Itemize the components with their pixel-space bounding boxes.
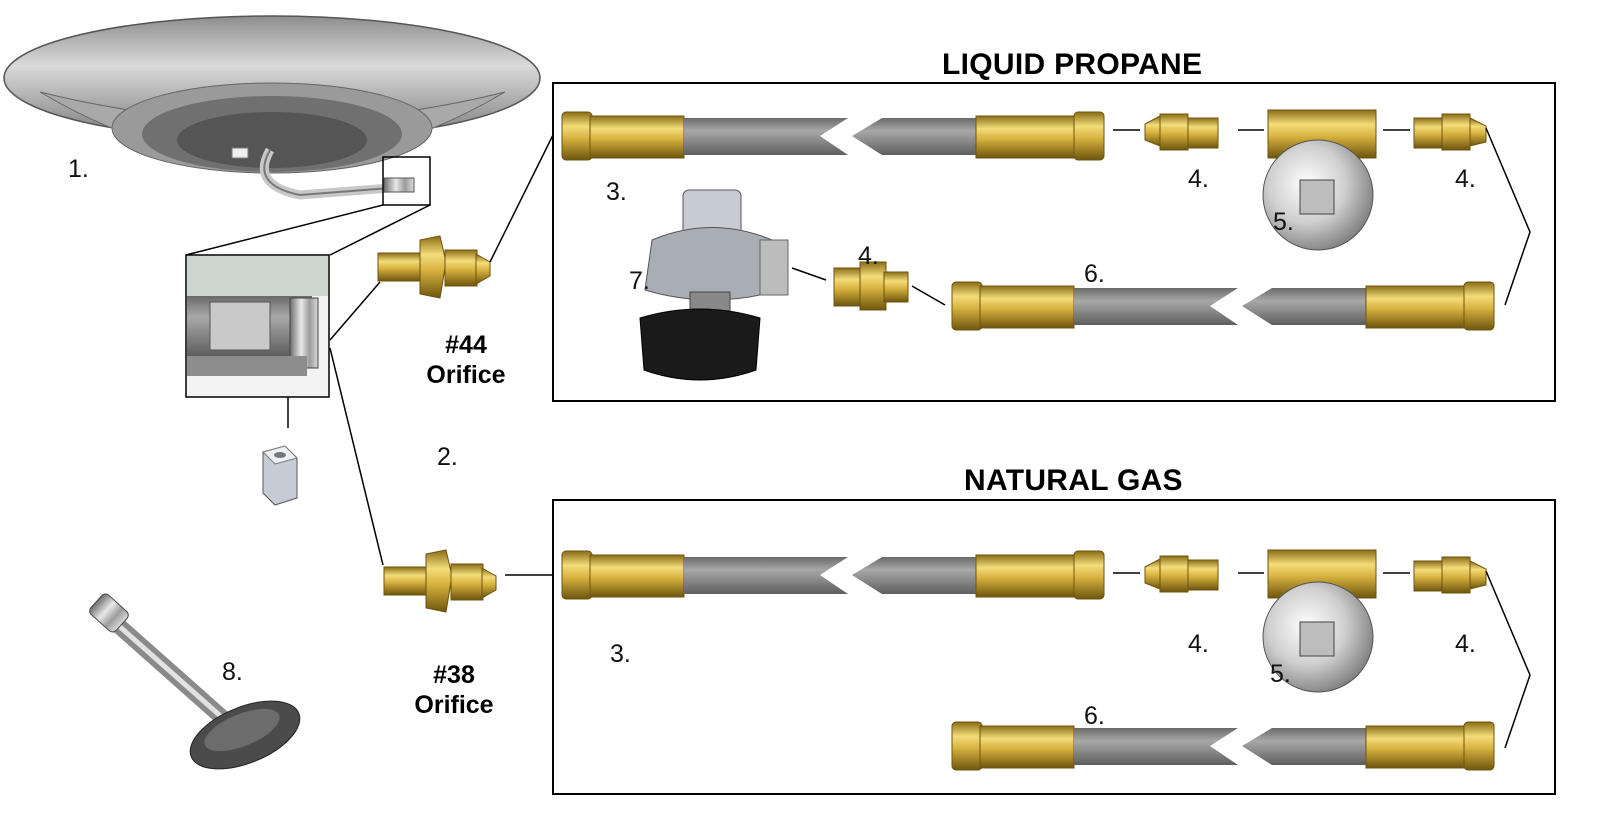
burner-pan [3, 15, 541, 200]
callout-4-lp-a: 4. [1188, 165, 1209, 193]
orifice-inset [185, 254, 330, 398]
callout-8: 8. [222, 658, 243, 686]
lp-long-hose [951, 281, 1495, 331]
orifice-44-number: #44 [445, 331, 487, 359]
callout-3-ng: 3. [610, 640, 631, 668]
lp-regulator [639, 189, 789, 381]
ng-adapter-1 [1144, 555, 1219, 593]
callout-5-lp: 5. [1273, 208, 1294, 236]
lp-adapter-1 [1144, 113, 1219, 151]
valve-key [89, 593, 301, 770]
callout-4-lp-c: 4. [858, 242, 879, 270]
lp-adapter-3 [833, 261, 909, 311]
zoom-box-small [382, 156, 431, 206]
ng-hose-top [561, 550, 1105, 600]
callout-6-lp: 6. [1084, 260, 1105, 288]
callout-2: 2. [437, 443, 458, 471]
natural-gas-title: NATURAL GAS [964, 464, 1183, 497]
orifice-44-word: Orifice [426, 361, 506, 389]
orifice-38-fitting [383, 549, 497, 613]
orifice-38-word: Orifice [414, 691, 494, 719]
callout-7: 7. [629, 267, 650, 295]
callout-1: 1. [68, 155, 89, 183]
callout-4-lp-b: 4. [1455, 165, 1476, 193]
lp-shutoff-valve [1262, 109, 1377, 251]
lp-hose-top [561, 111, 1105, 161]
orifice-44-fitting [377, 235, 491, 299]
callout-5-ng: 5. [1270, 660, 1291, 688]
propane-box [552, 82, 1556, 402]
orifice-38-number: #38 [433, 661, 475, 689]
natural-gas-box [552, 499, 1556, 795]
ng-adapter-2 [1413, 556, 1487, 594]
callout-4-ng-a: 4. [1188, 630, 1209, 658]
liquid-propane-title: LIQUID PROPANE [942, 48, 1203, 81]
orifice-44-label: #44 Orifice [416, 330, 516, 390]
ng-long-hose [951, 721, 1495, 771]
hex-nut [262, 445, 298, 506]
callout-3-lp: 3. [606, 178, 627, 206]
callout-6-ng: 6. [1084, 702, 1105, 730]
lp-adapter-2 [1413, 113, 1487, 151]
callout-4-ng-b: 4. [1455, 630, 1476, 658]
ng-shutoff-valve [1262, 549, 1377, 693]
orifice-38-label: #38 Orifice [404, 660, 504, 720]
